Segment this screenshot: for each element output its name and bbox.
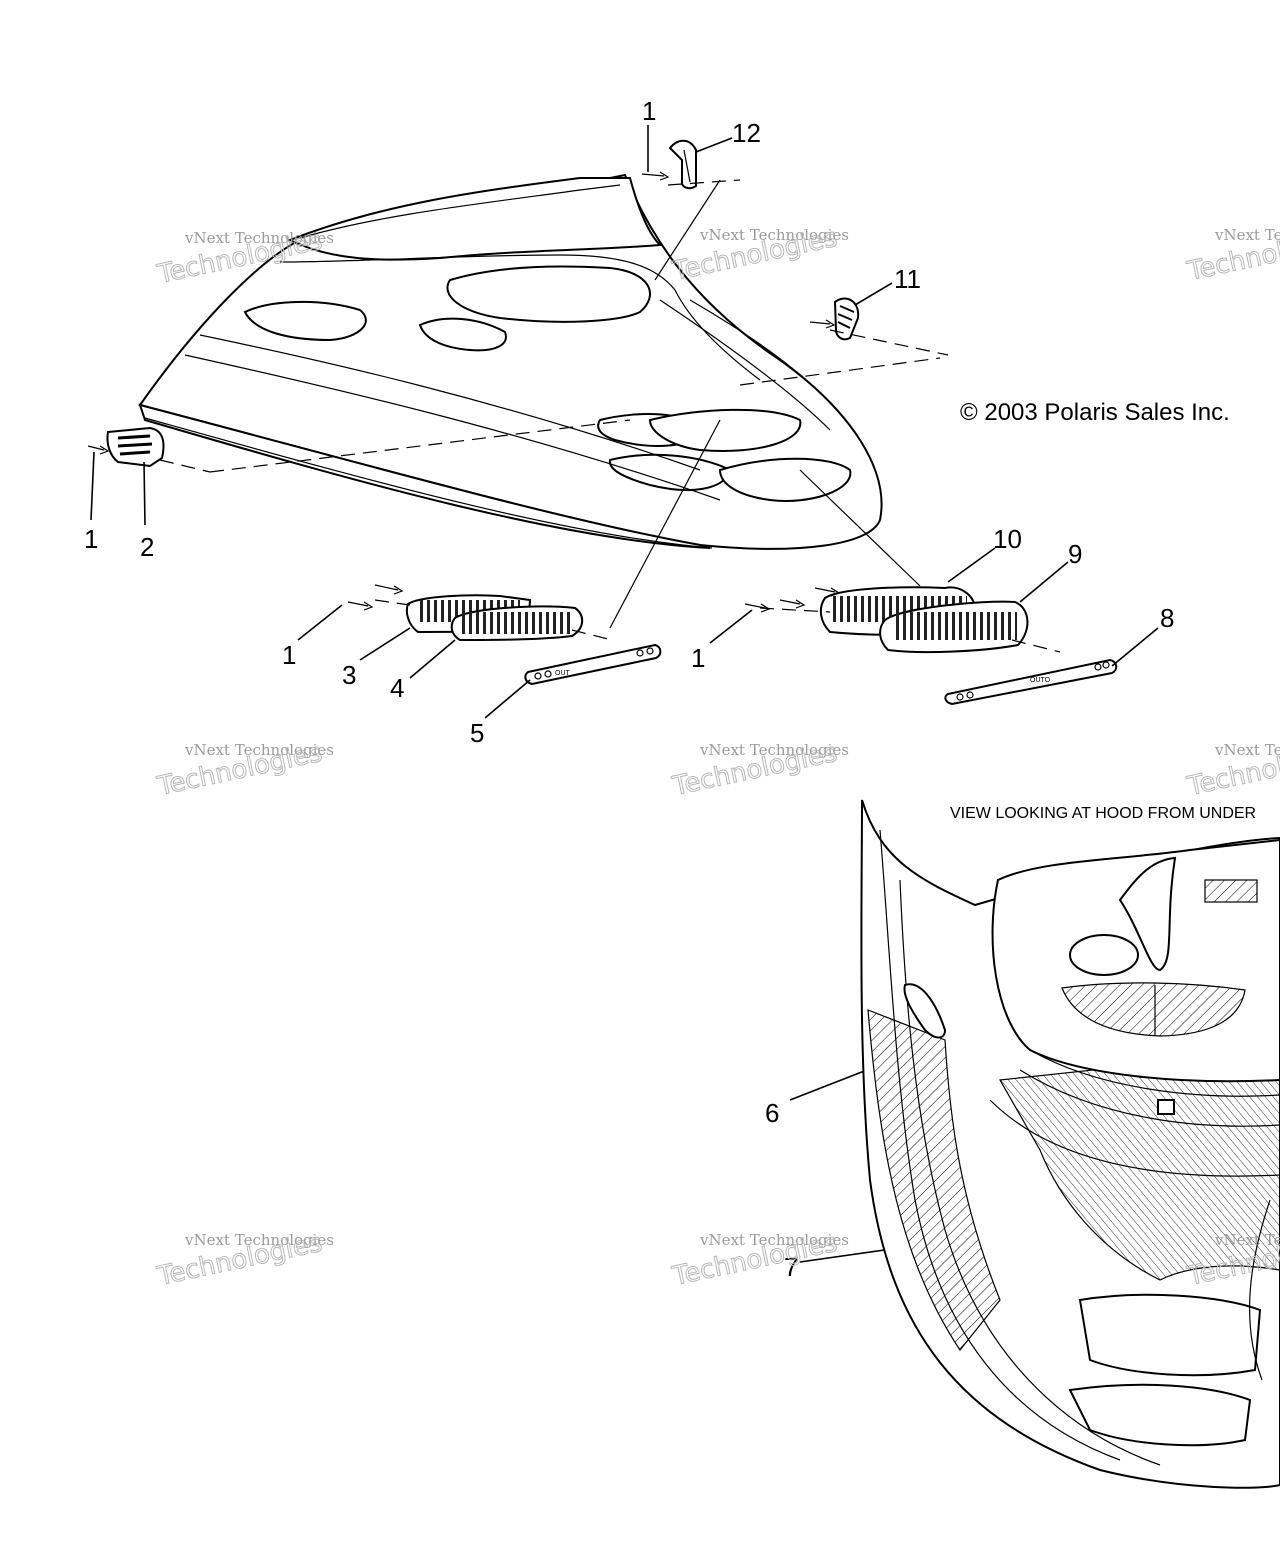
part-8-strip: OUTO (944, 658, 1118, 706)
callout-2: 2 (140, 532, 154, 562)
part-2-clip (106, 426, 165, 468)
watermark: vNext Technologies Technologies (154, 737, 334, 802)
under-hood-latch (1157, 1099, 1175, 1115)
under-hood-duct-2 (1068, 1383, 1252, 1447)
under-hood-seam-3 (989, 1099, 1280, 1177)
part-9-grille (879, 600, 1029, 654)
strip-8-label: OUTO (1030, 677, 1051, 684)
under-hood-duct-1 (1078, 1293, 1262, 1377)
hood-front-vent-lower (608, 453, 732, 491)
copyright-text: © 2003 Polaris Sales Inc. (960, 399, 1230, 426)
under-hood-seam-1 (1029, 1049, 1280, 1097)
callout-labels: 1 12 11 1 2 10 9 1 3 4 8 1 5 6 7 (84, 96, 1174, 1282)
watermark: vNext Technologies Technologies (669, 1227, 849, 1292)
under-hood-round-port (1069, 934, 1139, 976)
watermark-line1: vNext Technologies (1214, 1231, 1280, 1249)
callout-7: 7 (784, 1252, 798, 1282)
dash-panel (446, 265, 651, 323)
watermark-line1: vNext Technologies (1214, 741, 1280, 759)
watermark-line1: vNext Technologies (1214, 226, 1280, 244)
callout-1-top: 1 (642, 96, 656, 126)
watermark: vNext Technologies Technologies (1184, 222, 1280, 287)
watermark-line1: vNext Technologies (699, 741, 849, 759)
windshield (287, 177, 663, 261)
hood-crease-1 (199, 334, 701, 471)
watermark-line1: vNext Technologies (184, 741, 334, 759)
under-hood-seam-2 (1019, 1069, 1280, 1127)
hood-assembly (138, 173, 883, 550)
under-hood-side-panel (867, 1009, 1001, 1352)
under-hood-vent-grille (1061, 982, 1246, 1037)
part-4-grille (450, 605, 584, 642)
callout-8: 8 (1160, 603, 1174, 633)
hood-side-vent-mid (418, 317, 507, 352)
hood-crease-2 (184, 354, 721, 501)
watermark: vNext Technologies Technologies (669, 737, 849, 802)
windshield-line (299, 184, 621, 239)
under-hood-view (860, 799, 1280, 1489)
watermark-line1: vNext Technologies (699, 226, 849, 244)
watermark: vNext Technologies Technologies (669, 222, 849, 287)
under-hood-notch (1118, 856, 1177, 972)
callout-5: 5 (470, 718, 484, 748)
hood-front-vent-center (648, 408, 802, 452)
watermark: vNext Technologies Technologies (154, 1227, 334, 1292)
callout-1-mid-left: 1 (282, 640, 296, 670)
callout-4: 4 (390, 673, 404, 703)
callout-11: 11 (894, 264, 921, 294)
callout-6: 6 (765, 1098, 779, 1128)
part-12-clip (668, 139, 697, 190)
view-label: VIEW LOOKING AT HOOD FROM UNDER (950, 805, 1256, 822)
watermark-line1: vNext Technologies (184, 1231, 334, 1249)
watermark-line1: vNext Technologies (184, 229, 334, 247)
strip-5-label: OUT (555, 670, 571, 677)
watermark-line1: vNext Technologies (699, 1231, 849, 1249)
part-11-clip (833, 297, 860, 341)
under-hood-label-plate (1204, 879, 1258, 903)
callout-12: 12 (732, 118, 761, 148)
callout-1-left: 1 (84, 524, 98, 554)
under-hood-center-panel (999, 1049, 1280, 1281)
alignment-lines (159, 179, 1061, 653)
callout-10: 10 (993, 524, 1022, 554)
hood-skirt-line (144, 417, 713, 549)
watermark: vNext Technologies Technologies (1184, 737, 1280, 802)
callout-1-mid-right: 1 (691, 643, 705, 673)
under-hood-right-edge (1249, 1199, 1271, 1381)
part-5-strip: OUT (524, 643, 662, 686)
under-hood-side-window (903, 983, 947, 1039)
hood-crease-3 (659, 299, 831, 431)
fasteners (87, 171, 841, 613)
hood-crease-4 (689, 299, 861, 441)
hood-front-vent-right (718, 457, 852, 502)
callout-9: 9 (1068, 539, 1082, 569)
hood-side-vent-left (243, 300, 367, 342)
callout-3: 3 (342, 660, 356, 690)
